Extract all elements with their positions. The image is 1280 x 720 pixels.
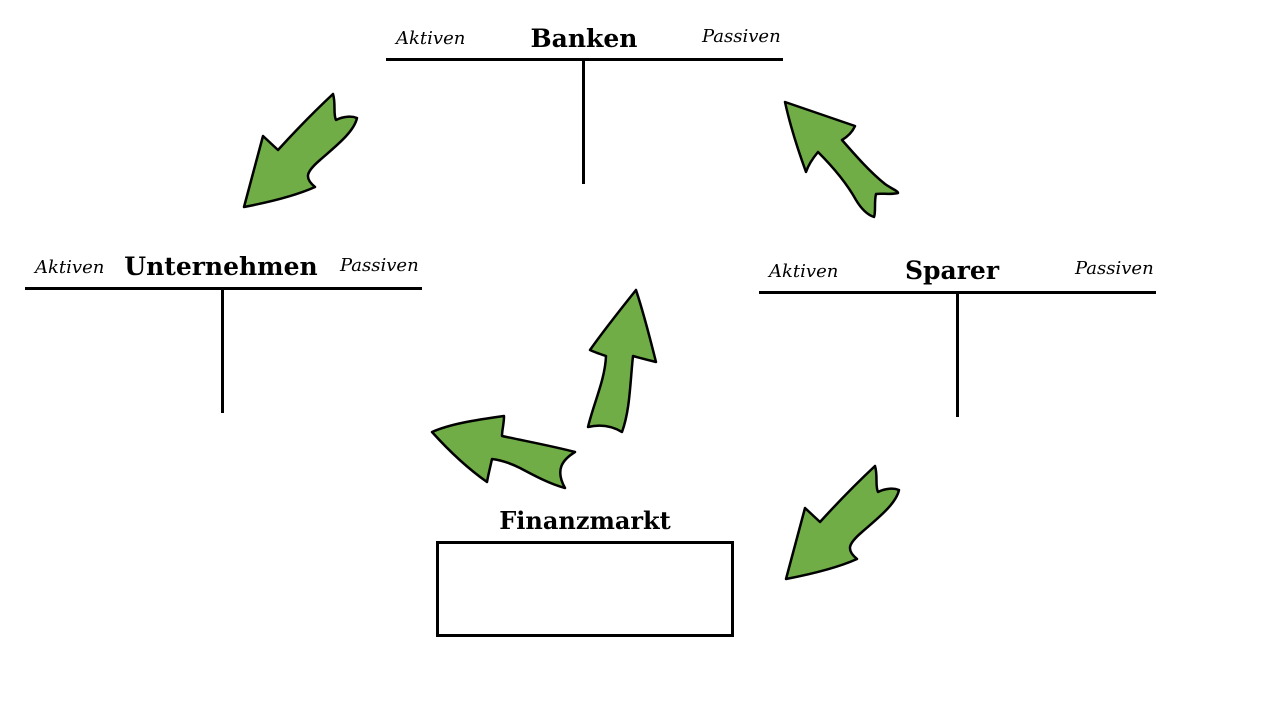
unternehmen-aktiven-label: Aktiven [35, 257, 105, 278]
finanzmarkt-box [436, 541, 734, 637]
unternehmen-horizontal-line [25, 287, 422, 290]
arrow-sparer-to-finanzmarkt-icon [784, 464, 901, 581]
banken-aktiven-label: Aktiven [396, 28, 466, 49]
banken-passiven-label: Passiven [702, 26, 781, 47]
banken-horizontal-line [386, 58, 783, 61]
banken-vertical-line [582, 60, 585, 184]
finanzmarkt-title: Finanzmarkt [499, 506, 671, 535]
arrow-finanzmarkt-to-banken-icon [586, 288, 658, 434]
arrow-banken-to-unternehmen-icon [242, 92, 359, 209]
sparer-passiven-label: Passiven [1075, 258, 1154, 279]
banken-title: Banken [530, 24, 638, 53]
unternehmen-passiven-label: Passiven [340, 255, 419, 276]
unternehmen-title: Unternehmen [124, 252, 318, 281]
sparer-horizontal-line [759, 291, 1156, 294]
sparer-vertical-line [956, 293, 959, 417]
arrow-finanzmarkt-to-unternehmen-icon [430, 414, 577, 490]
sparer-aktiven-label: Aktiven [769, 261, 839, 282]
sparer-title: Sparer [905, 256, 999, 285]
arrow-sparer-to-banken-icon [783, 100, 900, 219]
unternehmen-vertical-line [221, 289, 224, 413]
